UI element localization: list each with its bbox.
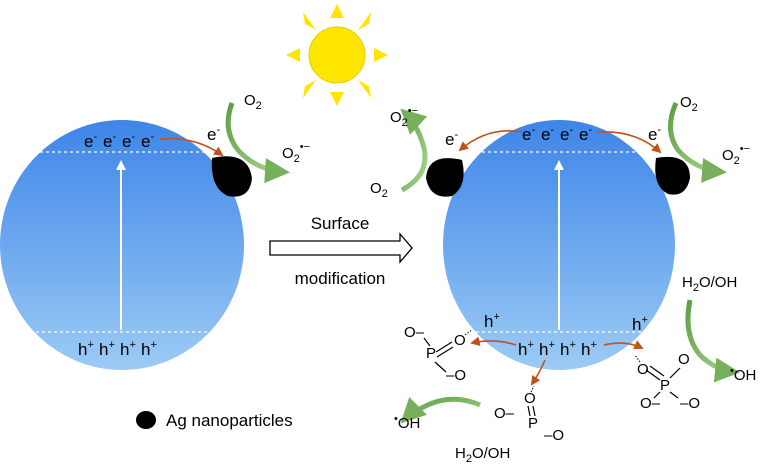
phosphate-group-right: O P O O– –O xyxy=(634,351,700,412)
svg-text:e-: e- xyxy=(84,131,97,151)
right-photocatalyst-particle: e- e- e- e- h+ h+ h+ h+ xyxy=(443,120,675,370)
svg-text:H2O/OH: H2O/OH xyxy=(682,274,737,294)
ag-nanoparticle-icon xyxy=(211,156,252,197)
svg-text:e-: e- xyxy=(445,129,458,149)
svg-text:e-: e- xyxy=(541,124,554,144)
svg-text:–O: –O xyxy=(680,395,700,412)
hole-transfer-arrow-bottom xyxy=(530,359,546,386)
hole-transfer-arrow-right xyxy=(603,340,644,350)
legend: Ag nanoparticles xyxy=(136,411,293,430)
svg-text:O2•−: O2•− xyxy=(282,141,310,165)
electron-transfer-arrow xyxy=(159,137,224,157)
svg-text:O: O xyxy=(678,351,690,368)
svg-text:h+: h+ xyxy=(141,339,157,359)
left-photocatalyst-particle: e- e- e- e- h+ h+ h+ h+ xyxy=(0,120,244,370)
svg-text:e-: e- xyxy=(122,131,135,151)
svg-text:P: P xyxy=(660,377,670,394)
o2-reduction-arrow xyxy=(668,101,727,183)
right-electrons: e- e- e- e- xyxy=(522,124,592,144)
svg-text:O2•−: O2•− xyxy=(390,105,418,129)
left-holes: h+ h+ h+ h+ xyxy=(78,339,157,359)
svg-text:O2•−: O2•− xyxy=(722,143,750,167)
svg-text:e-: e- xyxy=(141,131,154,151)
svg-text:h+: h+ xyxy=(78,339,94,359)
svg-text:–O: –O xyxy=(446,367,466,384)
phosphate-group-bottom: O P O– –O xyxy=(494,385,564,444)
svg-text:h+: h+ xyxy=(581,339,597,359)
svg-text:e-: e- xyxy=(579,124,592,144)
svg-text:O: O xyxy=(524,390,536,407)
svg-text:O: O xyxy=(637,361,649,378)
ag-nanoparticle-icon xyxy=(426,158,464,197)
svg-text:H2O/OH: H2O/OH xyxy=(455,445,510,465)
hydroxyl-oxidation-arrow xyxy=(685,299,740,383)
svg-text:P: P xyxy=(426,345,436,362)
o2-reduction-arrow xyxy=(225,102,290,184)
o2-reduction-arrow xyxy=(400,108,428,193)
svg-text:h+: h+ xyxy=(99,339,115,359)
svg-text:O: O xyxy=(454,332,466,349)
svg-text:–O: –O xyxy=(544,427,564,444)
svg-text:O–: O– xyxy=(640,395,661,412)
svg-text:O–: O– xyxy=(404,324,425,341)
svg-text:P: P xyxy=(528,415,538,432)
svg-text:•OH: •OH xyxy=(394,413,420,432)
phosphate-group-left: O– P O –O xyxy=(404,324,473,384)
svg-text:e-: e- xyxy=(648,124,661,144)
sun-icon xyxy=(286,4,388,106)
svg-text:e-: e- xyxy=(207,124,220,144)
right-holes: h+ h+ h+ h+ xyxy=(518,339,597,359)
svg-text:h+: h+ xyxy=(484,311,500,331)
svg-text:e-: e- xyxy=(560,124,573,144)
ag-nanoparticle-icon xyxy=(136,411,156,429)
arrow-label-top: Surface xyxy=(311,214,370,233)
electron-transfer-arrow-right xyxy=(597,131,662,154)
svg-text:h+: h+ xyxy=(120,339,136,359)
electron-transfer-arrow-left xyxy=(458,130,523,152)
svg-text:O–: O– xyxy=(494,405,515,422)
arrow-label-bottom: modification xyxy=(295,269,386,288)
svg-text:•OH: •OH xyxy=(730,365,756,384)
svg-text:h+: h+ xyxy=(632,314,648,334)
ag-nanoparticle-icon xyxy=(655,156,690,195)
svg-text:h+: h+ xyxy=(539,339,555,359)
svg-text:e-: e- xyxy=(103,131,116,151)
legend-label: Ag nanoparticles xyxy=(166,411,293,430)
svg-text:h+: h+ xyxy=(560,339,576,359)
svg-text:O2: O2 xyxy=(244,92,262,112)
svg-text:O2: O2 xyxy=(680,94,698,114)
hole-transfer-arrow-left xyxy=(470,336,517,347)
svg-text:h+: h+ xyxy=(518,339,534,359)
svg-text:O2: O2 xyxy=(370,180,388,200)
hydroxyl-oxidation-arrow xyxy=(400,396,482,424)
left-electrons: e- e- e- e- xyxy=(84,131,154,151)
svg-text:e-: e- xyxy=(522,124,535,144)
surface-modification-arrow: Surface modification xyxy=(269,214,413,288)
